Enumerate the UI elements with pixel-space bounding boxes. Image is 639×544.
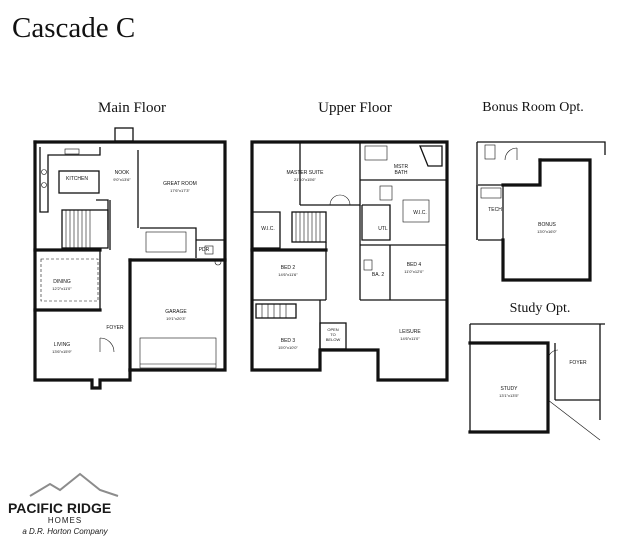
master-suite-dimensions: 21'10"x15'6" [294, 177, 317, 182]
garage-dimensions: 19'1"x20'3" [166, 316, 186, 321]
pacific-ridge-homes-logo: PACIFIC RIDGE HOMES a D.R. Horton Compan… [8, 472, 119, 536]
second-wic-label: W.I.C. [413, 210, 427, 216]
bonus-room-title: Bonus Room Opt. [482, 100, 584, 115]
open-to-below-line1: OPEN [327, 327, 338, 332]
leisure-dimensions: 14'6"x11'0" [400, 336, 420, 341]
main-floor-plan: KITCHEN NOOK 9'0"x13'6" GREAT ROOM 17'6"… [33, 127, 227, 390]
kitchen-island [58, 170, 100, 194]
utl-label: UTL [378, 226, 388, 232]
study-option-plan: STUDY 13'1"x13'5" FOYER [468, 323, 605, 441]
upper-floor-plan: MASTER SUITE 21'10"x15'6" MSTR BATH W.I.… [250, 140, 449, 382]
mountain-ridge-icon [29, 472, 119, 497]
master-bath-label-line1: MSTR [394, 164, 409, 170]
upper-floor-title: Upper Floor [318, 100, 392, 116]
bed4-label: BED 4 [407, 262, 422, 268]
bed2-label: BED 2 [281, 265, 296, 271]
bed3-dimensions: 15'0"x10'0" [278, 345, 298, 350]
bed2-dimensions: 14'6"x11'6" [278, 272, 298, 277]
dining-dimensions: 12'2"x11'0" [52, 286, 72, 291]
study-option-title: Study Opt. [510, 301, 571, 316]
great-room-label: GREAT ROOM [163, 181, 197, 187]
study-dimensions: 13'1"x13'5" [499, 393, 519, 398]
bonus-dimensions: 13'0"x16'0" [537, 229, 557, 234]
brand-tagline: a D.R. Horton Company [22, 527, 108, 536]
living-label: LIVING [54, 342, 71, 348]
bath2-label: BA. 2 [372, 272, 384, 278]
main-floor-title: Main Floor [98, 100, 166, 116]
great-room-dimensions: 17'6"x17'3" [170, 188, 190, 193]
dining-label: DINING [53, 279, 71, 285]
bonus-label: BONUS [538, 222, 556, 228]
tech-label: TECH [488, 207, 502, 213]
leisure-label: LEISURE [399, 329, 421, 335]
open-to-below-line2: TO [330, 332, 335, 337]
garage-label: GARAGE [165, 309, 187, 315]
pdr-label: PDR [199, 247, 210, 253]
chimney [114, 127, 134, 142]
main-foyer-label: FOYER [106, 325, 124, 331]
wic-label: W.I.C. [261, 226, 275, 232]
brand-homes: HOMES [48, 516, 82, 525]
living-dimensions: 13'6"x15'9" [52, 349, 72, 354]
nook-dimensions: 9'0"x13'6" [113, 177, 131, 182]
bed4-dimensions: 11'0"x12'0" [404, 269, 424, 274]
bed3-label: BED 3 [281, 338, 296, 344]
study-label: STUDY [501, 386, 519, 392]
master-bath-label-line2: BATH [395, 170, 408, 176]
brand-name: PACIFIC RIDGE [8, 500, 111, 516]
open-to-below-line3: BELOW [326, 337, 341, 342]
bonus-room-plan: TECH BONUS 13'0"x16'0" [476, 141, 606, 282]
master-suite-label: MASTER SUITE [287, 170, 325, 176]
sheet-title: Cascade C [12, 12, 135, 44]
study-foyer-label: FOYER [569, 360, 587, 366]
kitchen-label: KITCHEN [66, 176, 88, 182]
nook-label: NOOK [115, 170, 130, 176]
